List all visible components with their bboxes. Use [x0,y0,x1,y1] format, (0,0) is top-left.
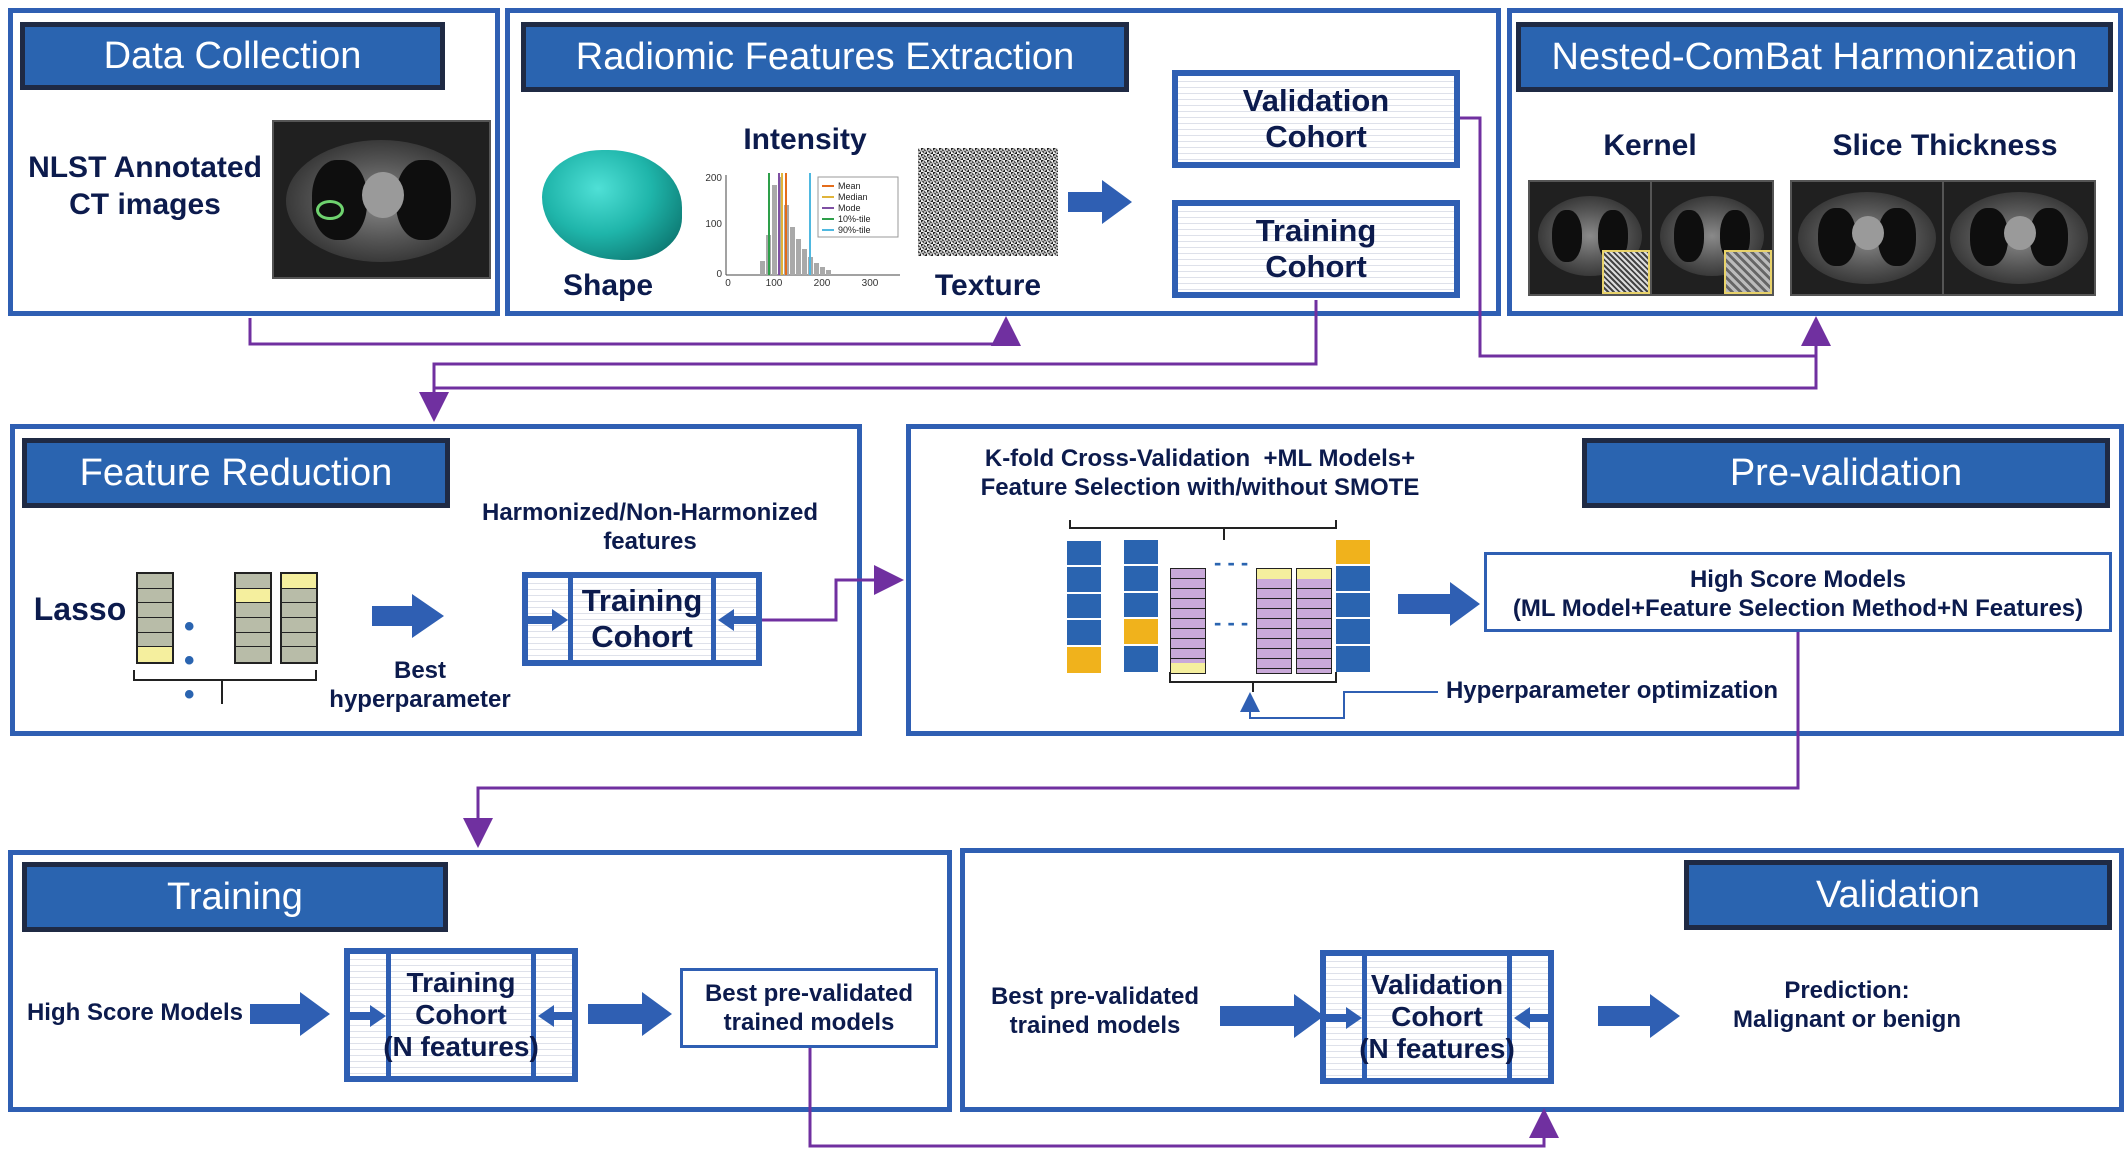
kernel-ct-2 [1650,180,1774,296]
high-score-models-text: High Score Models (ML Model+Feature Sele… [1512,566,2084,623]
lasso-label: Lasso [33,591,127,627]
validation-n-features-card: Validation Cohort (N features) [1320,950,1554,1084]
radiomic-title: Radiomic Features Extraction [521,22,1129,92]
slice-ct-2 [1942,180,2096,296]
high-score-models-box: High Score Models (ML Model+Feature Sele… [1484,552,2112,632]
kernel-label: Kernel [1603,129,1697,162]
kfold-columns: - - - - - - [1066,540,1370,674]
training-title: Training [22,862,448,932]
validation-cohort-label: Validation Cohort [1242,83,1390,154]
x-tick-100: 100 [765,278,783,289]
y-tick-0: 0 [716,269,722,280]
legend-median: Median [838,192,868,202]
intensity-label: Intensity [743,123,867,156]
slice-thickness-label: Slice Thickness [1832,129,2058,162]
validation-n-features-label: Validation Cohort (N features) [1359,968,1515,1065]
validation-title: Validation [1684,860,2112,930]
harmonization-title: Nested-ComBat Harmonization [1516,22,2113,92]
fr-training-cohort-card: Training Cohort [522,572,762,666]
hyperparameter-optimization-label: Hyperparameter optimization [1445,677,1779,704]
training-cohort-label: Training Cohort [1255,213,1377,284]
ct-image [272,120,491,279]
legend-mode: Mode [838,203,861,213]
connector-harm-to-fr [434,356,1818,390]
legend-p90: 90%-tile [838,225,871,235]
training-n-features-label: Training Cohort (N features) [383,966,539,1063]
nlst-label: NLST Annotated CT images [28,151,262,221]
validation-best-models-label: Best pre-validated trained models [990,983,1200,1040]
training-high-score-label: High Score Models [26,999,244,1026]
prevalidation-title: Pre-validation [1582,438,2110,508]
connector-dc-to-radiomic [248,316,1021,346]
kernel-ct-1 [1528,180,1652,296]
shape-label: Shape [562,269,654,302]
y-tick-200: 200 [705,173,722,184]
training-cohort-card: Training Cohort [1172,200,1460,298]
data-collection-title: Data Collection [20,22,445,90]
texture-image [918,148,1058,256]
training-n-features-card: Training Cohort (N features) [344,948,578,1082]
y-tick-100: 100 [705,219,722,230]
texture-label: Texture [934,269,1042,302]
x-tick-200: 200 [813,278,831,289]
connector-training-to-fr [419,300,1318,422]
intensity-histogram: 200 100 0 Mean Median Mode 10%-tile 90%-… [705,173,900,280]
training-best-models-text: Best pre-validated trained models [704,980,914,1037]
legend-mean: Mean [838,181,861,191]
shape-3d-render [542,150,682,260]
training-best-models-box: Best pre-validated trained models [680,968,938,1048]
kfold-label: K-fold Cross-Validation +ML Models+ Feat… [980,445,1420,502]
legend-p10: 10%-tile [838,214,871,224]
fr-training-cohort-label: Training Cohort [581,583,703,654]
x-tick-300: 300 [861,278,879,289]
x-tick-0: 0 [725,278,731,289]
slice-ct-1 [1790,180,1944,296]
prediction-label: Prediction: Malignant or benign [1733,977,1961,1034]
validation-cohort-card: Validation Cohort [1172,70,1460,168]
best-hyperparameter-label: Best hyperparameter [329,657,511,714]
harmonized-features-label: Harmonized/Non-Harmonized features [481,499,819,556]
feature-reduction-title: Feature Reduction [22,438,450,508]
